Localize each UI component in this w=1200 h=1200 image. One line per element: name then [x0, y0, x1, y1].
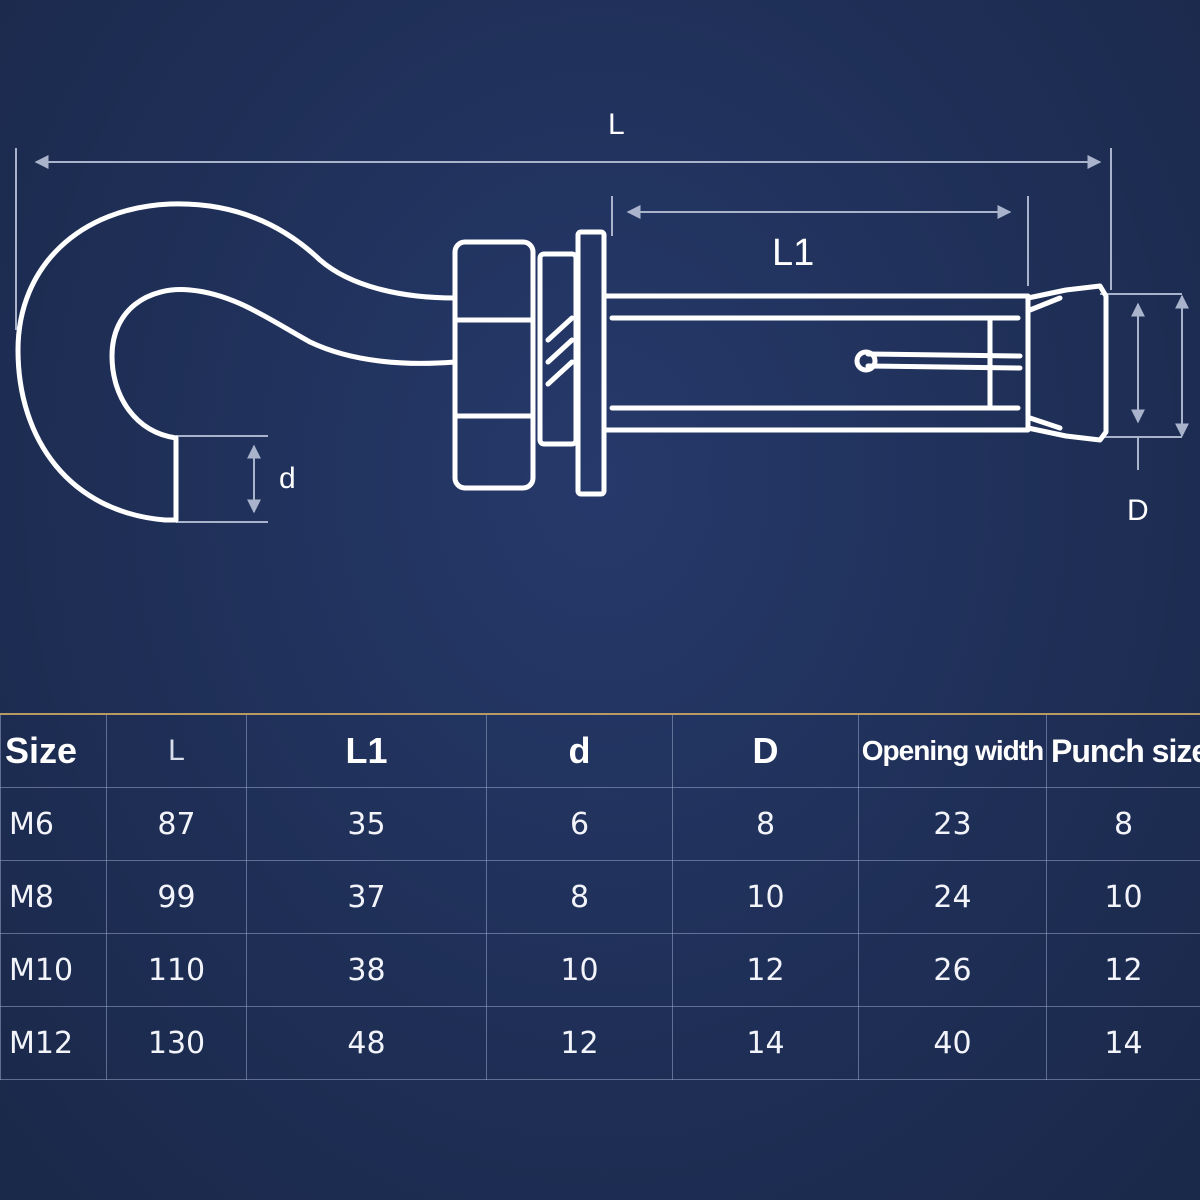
cell-L: 110: [106, 933, 247, 1007]
cell-L1: 38: [246, 933, 487, 1007]
hook-bolt-outline: [15, 201, 1109, 523]
cell-L1: 35: [246, 787, 487, 861]
cell-opening-width: 26: [858, 933, 1047, 1007]
table-row: M12 130 48 12 14 40 14: [0, 1006, 1200, 1080]
cell-size: M10: [0, 933, 107, 1007]
sleeve-slot: [865, 351, 1023, 371]
hex-nut: [452, 239, 536, 491]
dimension-lines: [15, 148, 1189, 523]
cell-L: 130: [106, 1006, 247, 1080]
header-D: D: [672, 713, 859, 788]
flat-washer: [575, 229, 607, 497]
cell-opening-width: 24: [858, 860, 1047, 934]
spring-washer: [537, 251, 579, 447]
cell-d: 6: [486, 787, 673, 861]
table-row: M6 87 35 6 8 23 8: [0, 787, 1200, 861]
cone-nut: [1025, 283, 1109, 443]
cell-size: M12: [0, 1006, 107, 1080]
spec-table: Size L L1 d D Opening width Punch size M…: [0, 713, 1200, 1080]
cell-D: 8: [672, 787, 859, 861]
cell-d: 10: [486, 933, 673, 1007]
cell-D: 12: [672, 933, 859, 1007]
dimension-label-d: d: [279, 462, 296, 495]
cell-L1: 48: [246, 1006, 487, 1080]
cell-L: 87: [106, 787, 247, 861]
table-row: M10 110 38 10 12 26 12: [0, 933, 1200, 1007]
cell-punch-size: 8: [1046, 787, 1200, 861]
cell-size: M8: [0, 860, 107, 934]
cell-L1: 37: [246, 860, 487, 934]
cell-punch-size: 12: [1046, 933, 1200, 1007]
hook-shape: [15, 201, 458, 523]
hook-anchor-bolt-drawing: [15, 148, 1189, 523]
cell-D: 10: [672, 860, 859, 934]
dimension-label-L1: L1: [772, 232, 815, 274]
dimension-label-D: D: [1127, 494, 1149, 527]
slot-hole: [854, 349, 878, 373]
cell-punch-size: 10: [1046, 860, 1200, 934]
cell-opening-width: 23: [858, 787, 1047, 861]
header-punch-size: Punch size: [1046, 713, 1200, 788]
header-opening-width: Opening width: [858, 713, 1047, 788]
cell-L: 99: [106, 860, 247, 934]
header-L1: L1: [246, 713, 487, 788]
cell-punch-size: 14: [1046, 1006, 1200, 1080]
table-header-row: Size L L1 d D Opening width Punch size: [0, 713, 1200, 788]
table-row: M8 99 37 8 10 24 10: [0, 860, 1200, 934]
cell-d: 12: [486, 1006, 673, 1080]
cell-D: 14: [672, 1006, 859, 1080]
cell-size: M6: [0, 787, 107, 861]
dimension-label-L: L: [608, 108, 625, 141]
header-d: d: [486, 713, 673, 788]
header-size: Size: [0, 713, 107, 788]
cell-opening-width: 40: [858, 1006, 1047, 1080]
header-L: L: [106, 713, 247, 788]
cell-d: 8: [486, 860, 673, 934]
